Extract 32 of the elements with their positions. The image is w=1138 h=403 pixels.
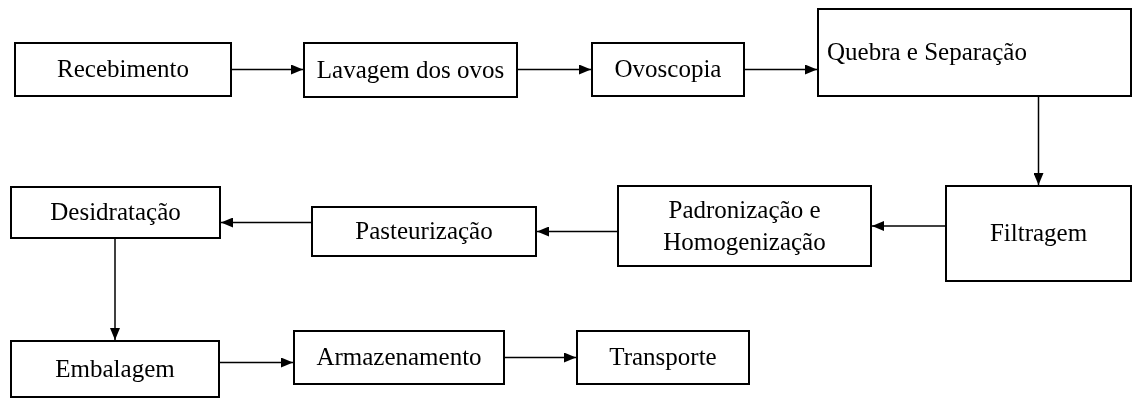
step-label: Recebimento: [57, 54, 189, 85]
process-box: [10, 340, 220, 398]
process-box: [303, 42, 518, 98]
process-box: [817, 8, 1132, 97]
step-label: Transporte: [609, 342, 717, 373]
arrow: [1033, 96, 1044, 186]
step-label: Desidratação: [50, 197, 181, 228]
process-box: [591, 42, 745, 97]
step-label: Lavagem dos ovos: [316, 54, 505, 85]
arrow: [517, 64, 592, 75]
arrow: [231, 64, 304, 75]
arrow: [110, 238, 120, 341]
process-box: [311, 206, 537, 257]
process-box: [14, 42, 232, 97]
process-box: [945, 185, 1132, 282]
arrow: [871, 221, 946, 231]
step-label: Embalagem: [55, 353, 175, 384]
process-box: [293, 330, 505, 385]
process-box: [576, 330, 750, 385]
process-box: [617, 185, 872, 267]
process-box: [10, 186, 221, 239]
arrow: [219, 357, 294, 368]
step-label: Armazenamento: [316, 342, 482, 373]
step-label: Filtragem: [989, 218, 1088, 249]
step-label: Pasteurização: [355, 216, 493, 247]
step-label: Padronização e Homogenização: [662, 194, 827, 257]
arrow: [220, 217, 312, 228]
step-label: Quebra e Separação: [827, 37, 1027, 68]
arrow: [744, 64, 818, 75]
step-label: Ovoscopia: [614, 54, 722, 85]
arrow: [504, 352, 577, 363]
arrow: [536, 226, 618, 237]
